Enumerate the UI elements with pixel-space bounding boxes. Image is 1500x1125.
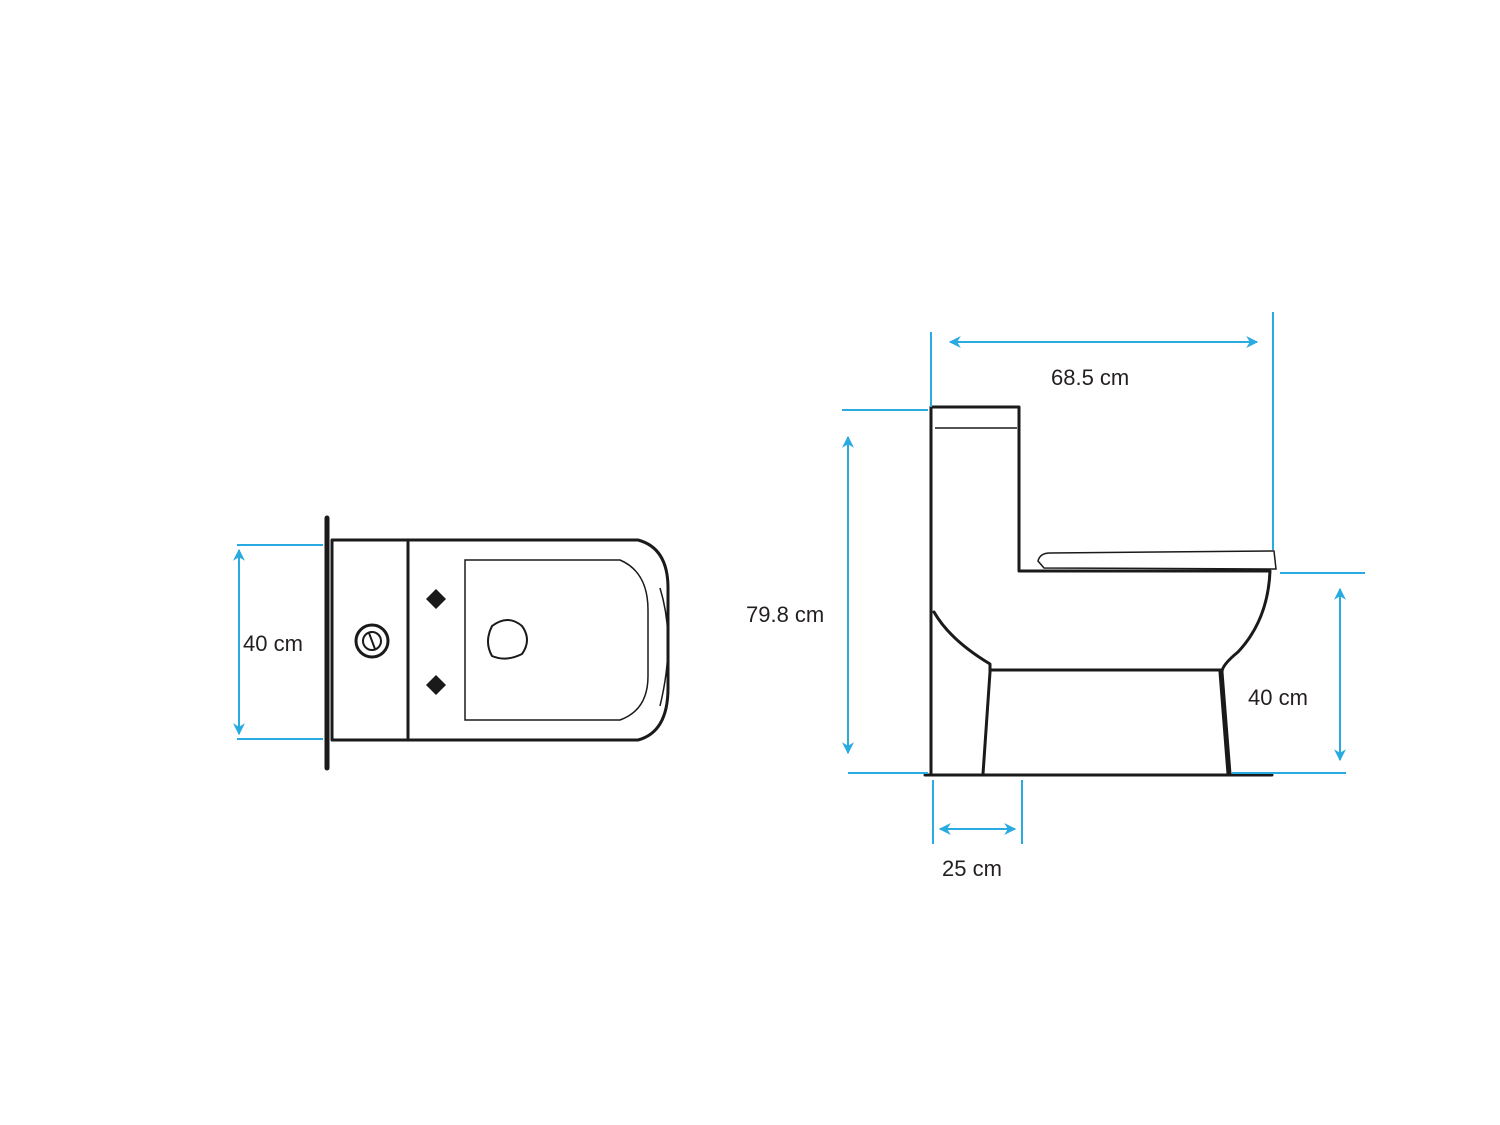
total-length-dimension: 68.5 cm <box>930 312 1274 550</box>
hinge-bolt-icon <box>426 675 446 695</box>
top-width-dimension: 40 cm <box>233 544 323 740</box>
top-view <box>324 515 670 771</box>
top-view-seat-inner <box>464 559 649 721</box>
flush-button-icon <box>354 623 390 659</box>
pedestal-right <box>1218 670 1230 776</box>
total-height-dimension: 79.8 cm <box>746 409 928 774</box>
pedestal-left <box>981 670 992 776</box>
top-view-bowl-opening <box>487 619 528 660</box>
top-width-label: 40 cm <box>243 631 303 656</box>
hinge-bolt-icon <box>426 589 446 609</box>
top-view-bowl <box>406 538 670 742</box>
side-view-bowl-curve <box>932 610 992 674</box>
seat-height-dimension: 40 cm <box>1232 572 1365 774</box>
outlet-distance-dimension: 25 cm <box>932 780 1023 881</box>
outlet-distance-label: 25 cm <box>942 856 1002 881</box>
side-view-seat <box>1037 550 1277 570</box>
top-view-bowl-edge <box>659 587 669 707</box>
total-length-label: 68.5 cm <box>1051 365 1129 390</box>
total-height-label: 79.8 cm <box>746 602 824 627</box>
side-view <box>923 405 1277 777</box>
side-view-body <box>929 405 1272 776</box>
top-view-tank <box>330 538 410 742</box>
seat-height-label: 40 cm <box>1248 685 1308 710</box>
